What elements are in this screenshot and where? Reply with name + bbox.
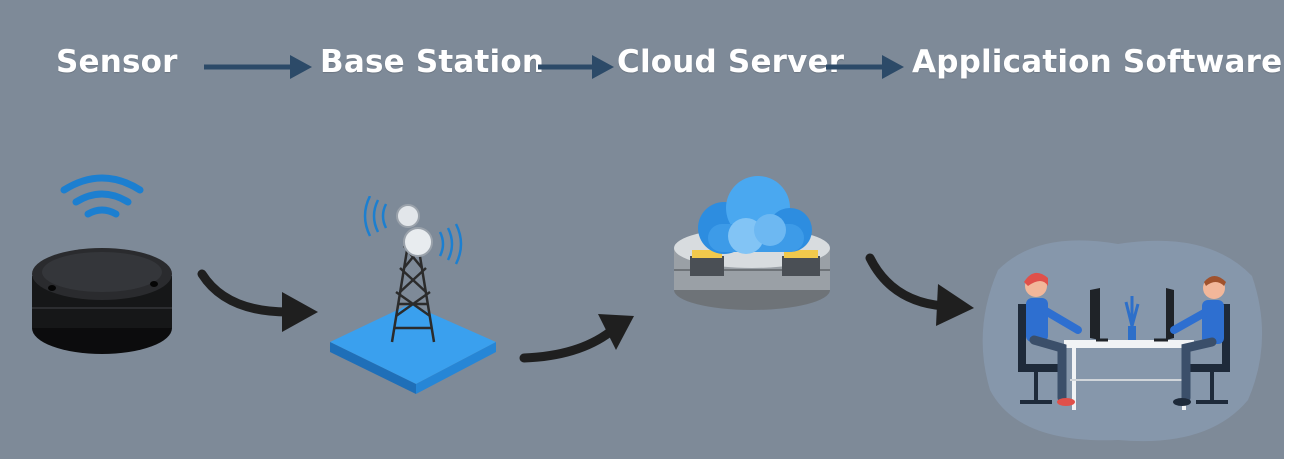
office-workers-icon bbox=[982, 240, 1263, 442]
curved-arrow-1 bbox=[197, 269, 318, 332]
step-label-base-station: Base Station bbox=[320, 44, 545, 80]
flow-arrow-3 bbox=[826, 55, 904, 79]
step-label-sensor: Sensor bbox=[56, 44, 178, 80]
curved-arrow-2 bbox=[519, 314, 634, 363]
wifi-signal-icon bbox=[60, 174, 144, 218]
cell-tower-icon bbox=[330, 196, 496, 394]
step-label-application-software: Application Software bbox=[912, 44, 1283, 80]
flow-arrow-2 bbox=[538, 55, 614, 79]
cloud-icon bbox=[698, 176, 812, 254]
cloud-server-icon bbox=[674, 176, 830, 310]
step-label-cloud-server: Cloud Server bbox=[617, 44, 845, 80]
curved-arrow-3 bbox=[865, 253, 974, 326]
flow-arrow-1 bbox=[204, 55, 312, 79]
sensor-device-icon bbox=[32, 174, 172, 354]
